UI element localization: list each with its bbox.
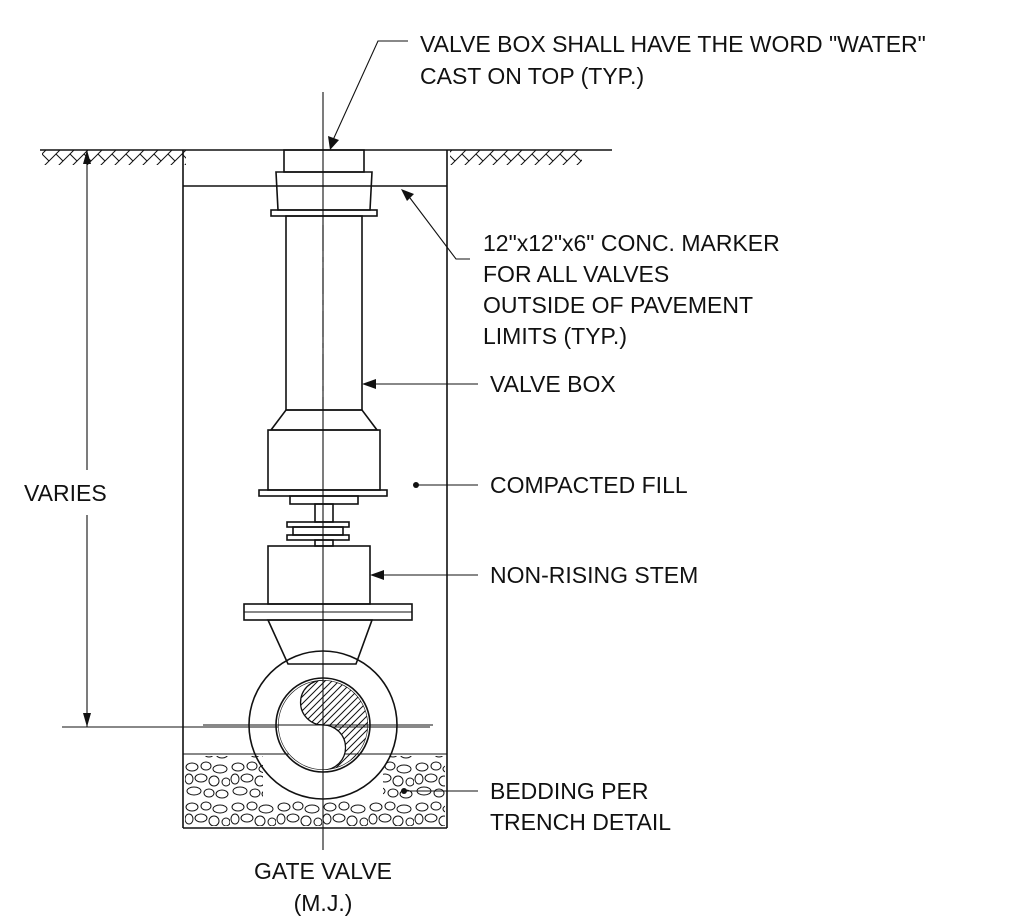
label-marker-1: 12"x12"x6" CONC. MARKER [483, 230, 780, 256]
trench [182, 150, 448, 829]
label-valve-box: VALVE BOX [490, 371, 616, 397]
label-marker-2: FOR ALL VALVES [483, 261, 669, 287]
non-rising-stem-assembly [243, 503, 413, 665]
label-bedding-1: BEDDING PER [490, 778, 648, 804]
leader-lines [328, 40, 478, 794]
label-marker-3: OUTSIDE OF PAVEMENT [483, 292, 753, 318]
ground-surface [40, 149, 612, 165]
label-gate-valve-1: GATE VALVE [254, 858, 392, 884]
label-varies: VARIES [24, 480, 107, 506]
label-bedding-2: TRENCH DETAIL [490, 809, 671, 835]
gate-valve-body [203, 650, 433, 800]
valve-box [258, 149, 388, 505]
varies-dimension [62, 149, 430, 728]
label-marker-4: LIMITS (TYP.) [483, 323, 627, 349]
label-valve-box-top-2: CAST ON TOP (TYP.) [420, 63, 644, 89]
label-valve-box-top-1: VALVE BOX SHALL HAVE THE WORD "WATER" [420, 31, 926, 57]
label-gate-valve-2: (M.J.) [294, 890, 353, 916]
label-non-rising-stem: NON-RISING STEM [490, 562, 698, 588]
label-compacted-fill: COMPACTED FILL [490, 472, 688, 498]
